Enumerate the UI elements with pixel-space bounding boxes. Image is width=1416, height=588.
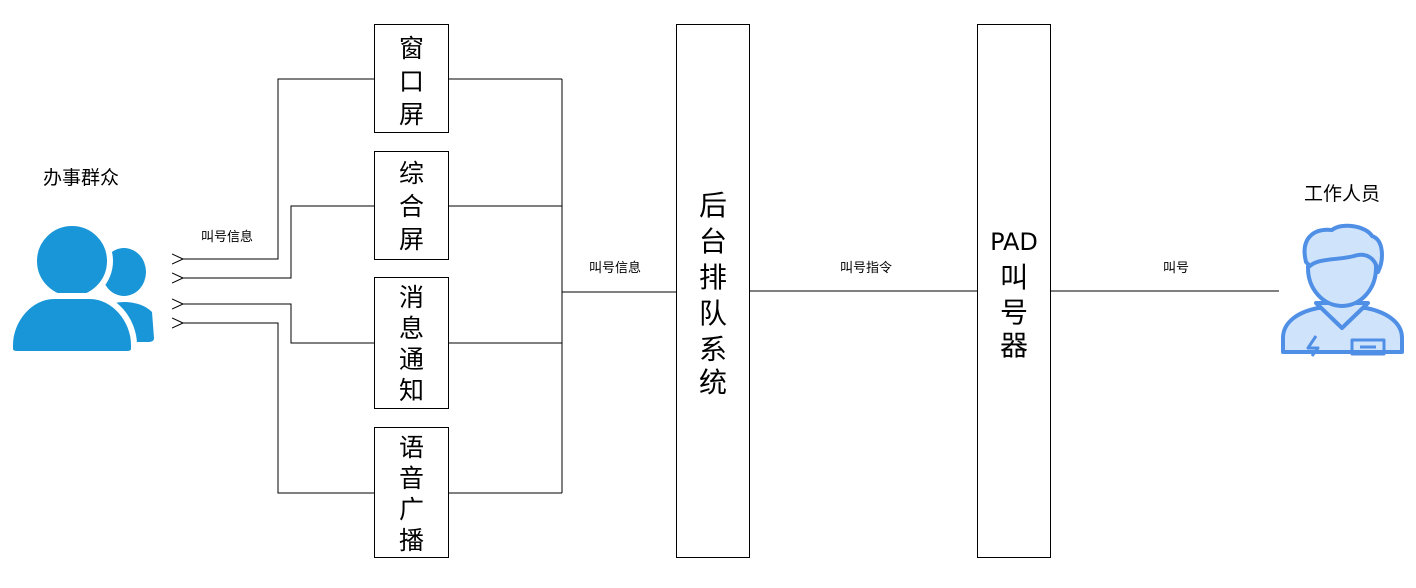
box-char: 口 [399, 67, 424, 96]
box-pad [977, 24, 1051, 558]
line-voice-broadcast-to-public [183, 323, 374, 494]
box-char: 音 [399, 464, 424, 493]
edge-label-call: 叫号 [1163, 261, 1189, 276]
backend-queue-system: 后 台 排 队 系 统 [676, 24, 750, 558]
box-backend [676, 24, 750, 558]
box-combined-screen [374, 151, 449, 260]
box-char: 屏 [399, 225, 424, 254]
staff-actor: 工作人员 [1281, 183, 1404, 357]
staff-person-icon [1281, 223, 1404, 357]
box-char: 语 [399, 433, 424, 462]
output-voice-broadcast: 语 音 广 播 [374, 427, 449, 558]
edge-label-call-info-from-backend: 叫号信息 [589, 260, 641, 276]
box-char: 播 [399, 526, 424, 555]
box-char: 广 [399, 495, 424, 524]
box-char: 屏 [399, 100, 424, 129]
box-voice-broadcast [374, 427, 449, 558]
box-char: 知 [399, 376, 424, 405]
box-char: 叫 [1000, 261, 1028, 294]
box-char: 后 [699, 189, 727, 222]
edge-label-call-info-to-public: 叫号信息 [201, 229, 253, 245]
public-actor-label: 办事群众 [43, 167, 119, 189]
public-actor: 办事群众 [7, 167, 154, 357]
staff-actor-label: 工作人员 [1304, 183, 1380, 205]
box-char: 系 [699, 333, 727, 366]
pad-title: PAD [990, 228, 1038, 256]
box-char: 消 [399, 283, 424, 312]
line-combined-screen-to-public [183, 205, 374, 278]
line-window-screen-to-public [183, 78, 374, 259]
box-char: 通 [399, 345, 424, 374]
box-char: 综 [399, 159, 424, 188]
box-char: 统 [699, 366, 727, 399]
box-char: 台 [699, 225, 727, 258]
line-message-notice-to-public [183, 304, 374, 344]
box-char: 排 [699, 261, 727, 294]
box-char: 息 [399, 314, 424, 343]
connectors [183, 79, 1279, 493]
box-char: 窗 [399, 34, 424, 63]
box-char: 号 [1000, 296, 1028, 329]
edge-label-call-command: 叫号指令 [840, 261, 892, 276]
output-combined-screen: 综 合 屏 [374, 151, 449, 260]
user-group-icon [7, 220, 154, 357]
box-char: 器 [1000, 329, 1028, 362]
box-char: 队 [699, 297, 727, 330]
pad-caller: PAD 叫 号 器 [977, 24, 1051, 558]
box-char: 合 [399, 192, 424, 221]
box-message-notice [374, 277, 449, 409]
output-window-screen: 窗 口 屏 [374, 24, 449, 133]
output-message-notice: 消 息 通 知 [374, 277, 449, 409]
box-window-screen [374, 24, 449, 133]
